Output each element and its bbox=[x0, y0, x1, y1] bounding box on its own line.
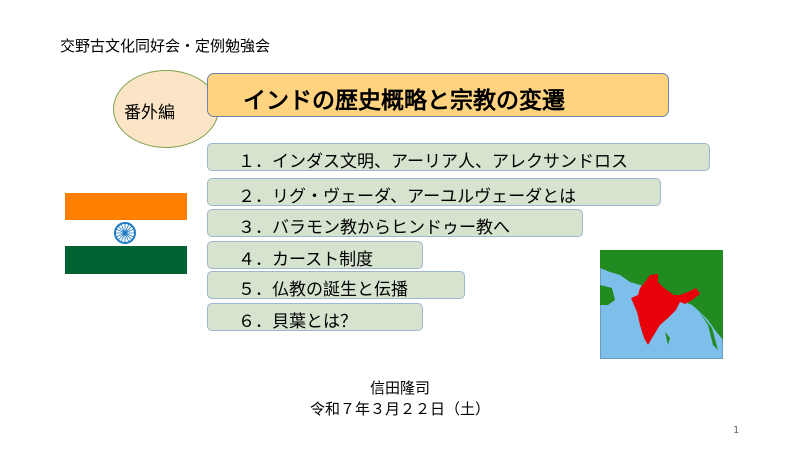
presentation-date: 令和７年３月２２日（土） bbox=[309, 400, 490, 418]
badge-circle: 番外編 bbox=[113, 70, 219, 148]
agenda-item-5: ５．仏教の誕生と伝播 bbox=[207, 271, 465, 300]
agenda-item-1: １．インダス文明、アーリア人、アレクサンドロス bbox=[207, 143, 710, 172]
india-flag-image bbox=[65, 193, 187, 274]
ashoka-chakra-icon bbox=[114, 222, 136, 244]
page-number: 1 bbox=[733, 425, 740, 436]
agenda-item-4: ４．カースト制度 bbox=[207, 241, 423, 270]
india-highlight bbox=[631, 274, 700, 345]
header-text: 交野古文化同好会・定例勉強会 bbox=[60, 37, 271, 55]
agenda-item-6: ６．貝葉とは？ bbox=[207, 303, 423, 332]
author-name: 信田隆司 bbox=[369, 379, 430, 397]
slide-title: インドの歴史概略と宗教の変遷 bbox=[207, 73, 669, 117]
flag-green-band bbox=[65, 246, 187, 274]
badge-label: 番外編 bbox=[124, 103, 175, 123]
india-map-image bbox=[600, 250, 723, 359]
agenda-item-2: ２．リグ・ヴェーダ、アーユルヴェーダとは bbox=[207, 178, 661, 207]
flag-saffron-band bbox=[65, 193, 187, 220]
agenda-item-3: ３．バラモン教からヒンドゥー教へ bbox=[207, 209, 583, 238]
